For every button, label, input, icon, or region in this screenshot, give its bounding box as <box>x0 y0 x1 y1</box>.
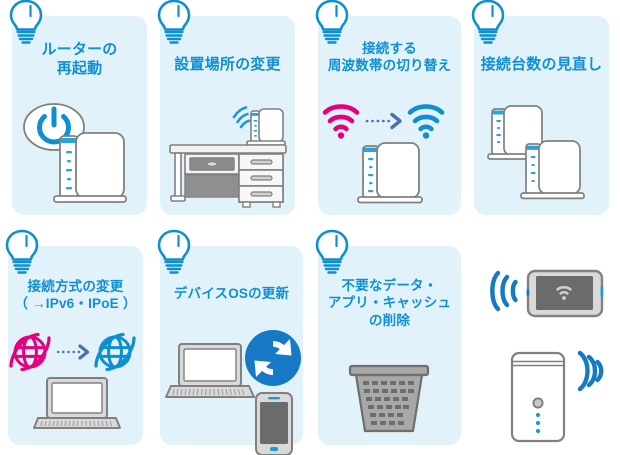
lightbulb-icon <box>466 0 510 46</box>
lightbulb-icon <box>152 228 196 276</box>
illustration-tablet-wifi <box>478 265 608 325</box>
lightbulb-icon <box>310 228 354 276</box>
illustration-router-wifi <box>505 348 611 448</box>
router-device <box>246 108 286 146</box>
wifi-icon <box>490 270 518 312</box>
card-title-change-placement: 設置場所の変更 <box>174 56 281 73</box>
arrow-icon <box>56 344 90 360</box>
laptop-device <box>165 343 255 398</box>
tablet-device <box>526 269 604 318</box>
illustration-desk-with-router <box>167 97 289 209</box>
router-device-front <box>520 140 585 200</box>
card-title-update-device-os: デバイスOSの更新 <box>173 286 290 301</box>
illustration-os-update <box>163 322 303 455</box>
lightbulb-icon <box>152 0 196 46</box>
router-device <box>53 132 127 203</box>
lightbulb-icon <box>4 0 48 46</box>
card-title-review-device-count: 接続台数の見直し <box>480 56 603 73</box>
illustration-band-switch <box>322 102 457 207</box>
globe-icon-pink <box>9 332 51 372</box>
wifi-icon <box>232 106 251 129</box>
wifi-icon <box>577 350 604 392</box>
laptop-device <box>33 377 121 429</box>
wifi-icon-pink <box>322 104 360 132</box>
illustration-two-routers <box>484 100 602 205</box>
refresh-icon <box>245 330 301 386</box>
wifi-dot-pink <box>337 132 345 139</box>
card-title-router-restart: ルーターの 再起動 <box>41 41 118 78</box>
router-device <box>357 142 423 204</box>
card-title-switch-frequency-band: 接続する 周波数帯の切り替え <box>327 41 452 74</box>
wifi-dot-blue <box>422 132 430 139</box>
illustration-wastebasket <box>347 363 431 435</box>
card-title-delete-unneeded-data: 不要なデータ・ アプリ・キャッシュ の削除 <box>327 278 452 328</box>
wifi-icon-blue <box>407 104 445 132</box>
illustration-ipv6-migration <box>8 330 144 435</box>
globe-icon-blue <box>94 332 136 372</box>
lightbulb-icon <box>310 0 354 46</box>
arrow-icon <box>365 112 402 130</box>
smartphone-device <box>255 392 293 455</box>
illustration-router-with-power-bubble <box>18 100 143 205</box>
wifi-glyph <box>556 286 572 295</box>
power-icon <box>37 106 71 145</box>
card-title-change-connection-method: 接続方式の変更 （ →IPv6・IPoE ） <box>14 279 137 312</box>
router-device <box>510 351 566 443</box>
lightbulb-icon <box>0 228 44 276</box>
trash-icon <box>348 364 430 433</box>
